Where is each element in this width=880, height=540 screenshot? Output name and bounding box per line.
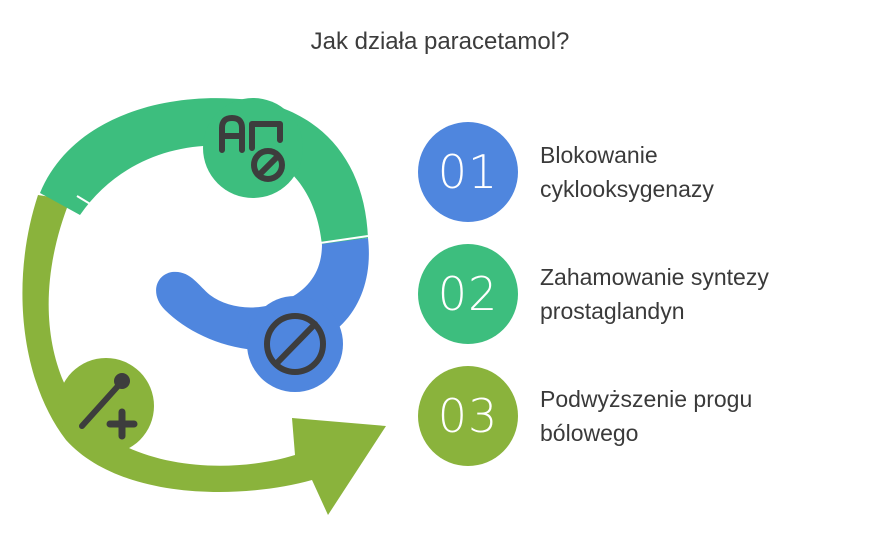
olive-icon-circle xyxy=(58,358,154,454)
step-3-line2: bólowego xyxy=(540,420,639,446)
step-2-line1: Zahamowanie syntezy xyxy=(540,264,769,290)
no-fever-icon xyxy=(219,115,285,182)
step-2-number: 02 xyxy=(437,267,499,321)
step-3-text: Podwyższenie progu bólowego xyxy=(540,382,860,450)
prohibited-icon xyxy=(264,313,326,375)
step-2: 02 Zahamowanie syntezy prostaglandyn xyxy=(418,244,858,344)
step-1-badge: 01 xyxy=(418,122,518,222)
step-2-text: Zahamowanie syntezy prostaglandyn xyxy=(540,260,860,328)
step-1-line1: Blokowanie xyxy=(540,142,658,168)
step-1-line2: cyklooksygenazy xyxy=(540,176,714,202)
green-arc-band xyxy=(40,98,368,245)
cycle-diagram xyxy=(22,98,387,515)
step-1: 01 Blokowanie cyklooksygenazy xyxy=(418,122,858,222)
step-1-number: 01 xyxy=(437,145,499,199)
step-2-line2: prostaglandyn xyxy=(540,298,685,324)
step-3: 03 Podwyższenie progu bólowego xyxy=(418,366,858,466)
step-1-text: Blokowanie cyklooksygenazy xyxy=(540,138,860,206)
step-3-line1: Podwyższenie progu xyxy=(540,386,753,412)
olive-arrow-band xyxy=(22,195,387,515)
medical-pen-icon xyxy=(79,373,138,440)
step-3-badge: 03 xyxy=(418,366,518,466)
step-3-number: 03 xyxy=(437,389,499,443)
page-title: Jak działa paracetamol? xyxy=(310,28,570,55)
step-2-badge: 02 xyxy=(418,244,518,344)
